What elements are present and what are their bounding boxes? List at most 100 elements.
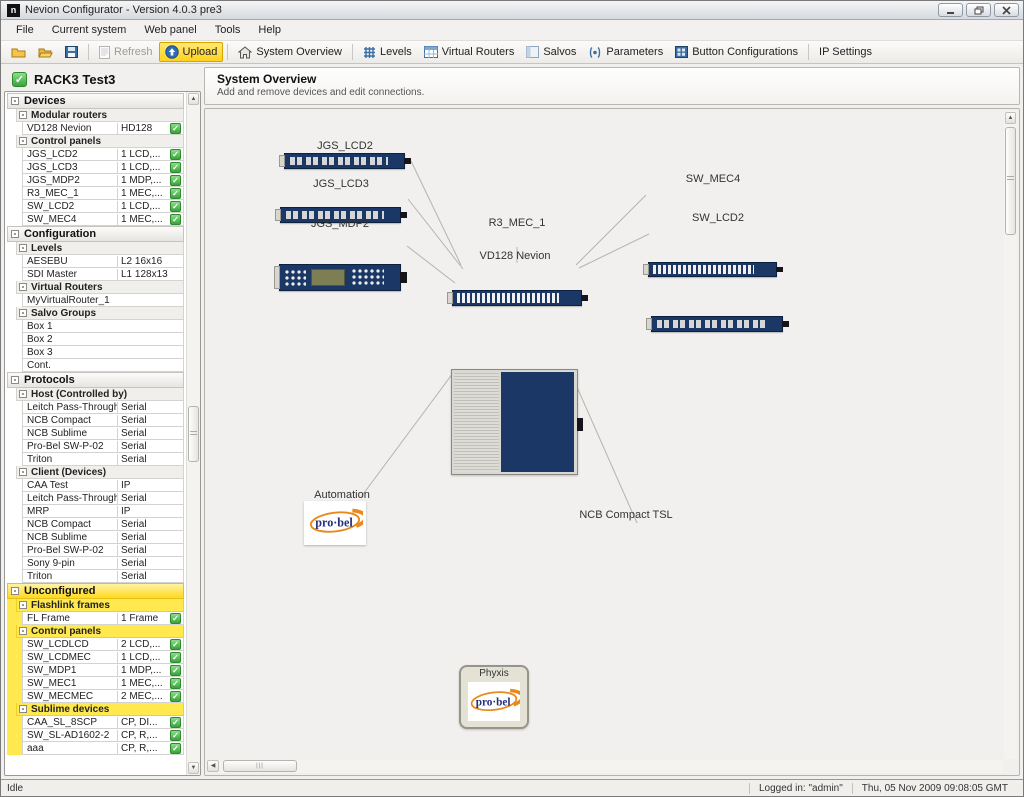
collapse-icon[interactable]: - <box>19 390 27 398</box>
tree-group-header[interactable]: -Sublime devices <box>16 703 184 716</box>
device-phyxis[interactable]: Phyxis pro·bel <box>459 665 529 729</box>
tree-row[interactable]: Box 1 <box>22 320 184 333</box>
menu-file[interactable]: File <box>16 24 34 36</box>
tree-group-header[interactable]: -Control panels <box>16 625 184 638</box>
close-button[interactable] <box>994 3 1019 17</box>
collapse-icon[interactable]: - <box>19 111 27 119</box>
collapse-icon[interactable]: - <box>19 309 27 317</box>
restore-button[interactable] <box>966 3 991 17</box>
collapse-icon[interactable]: - <box>11 376 19 384</box>
new-button[interactable] <box>5 43 32 61</box>
device-sw-mec4[interactable] <box>643 262 783 277</box>
tree-section-header[interactable]: -Configuration <box>7 226 184 242</box>
scrollbar-thumb[interactable]: ||| <box>223 760 297 772</box>
button-configurations-button[interactable]: Button Configurations <box>669 43 804 61</box>
collapse-icon[interactable]: - <box>19 705 27 713</box>
collapse-icon[interactable]: - <box>19 244 27 252</box>
system-overview-button[interactable]: System Overview <box>232 43 348 62</box>
minimize-button[interactable] <box>938 3 963 17</box>
tree-row[interactable]: Cont. <box>22 359 184 372</box>
device-jgs-lcd3[interactable] <box>275 207 407 223</box>
tree-row[interactable]: MyVirtualRouter_1 <box>22 294 184 307</box>
tree-group-header[interactable]: -Virtual Routers <box>16 281 184 294</box>
tree-group-header[interactable]: -Levels <box>16 242 184 255</box>
parameters-button[interactable]: Parameters <box>582 43 669 62</box>
tree-group-header[interactable]: -Client (Devices) <box>16 466 184 479</box>
title-bar[interactable]: n Nevion Configurator - Version 4.0.3 pr… <box>1 1 1023 20</box>
device-vd128-nevion[interactable] <box>451 369 583 475</box>
collapse-icon[interactable]: - <box>11 587 19 595</box>
scrollbar-thumb[interactable] <box>188 406 199 463</box>
sidebar-scrollbar[interactable]: ▲ ▼ <box>186 92 200 775</box>
device-sw-lcd2[interactable] <box>646 316 789 332</box>
device-r3-mec-1[interactable] <box>447 290 588 306</box>
tree-section-header[interactable]: -Devices <box>7 93 184 109</box>
scroll-left-icon[interactable]: ◀ <box>207 760 219 772</box>
open-button[interactable] <box>32 43 59 61</box>
menu-current-system[interactable]: Current system <box>51 24 127 36</box>
tree-group-header[interactable]: -Control panels <box>16 135 184 148</box>
tree-group-header[interactable]: -Modular routers <box>16 109 184 122</box>
device-automation[interactable]: pro·bel <box>304 501 366 545</box>
tree-row[interactable]: Box 3 <box>22 346 184 359</box>
canvas-horizontal-scrollbar[interactable]: ◀ ||| <box>207 760 1003 773</box>
tree-row[interactable]: Box 2 <box>22 333 184 346</box>
collapse-icon[interactable]: - <box>11 230 19 238</box>
collapse-icon[interactable]: - <box>19 627 27 635</box>
tree-group-header[interactable]: -Flashlink frames <box>16 599 184 612</box>
tree-group-header[interactable]: -Salvo Groups <box>16 307 184 320</box>
ip-settings-button[interactable]: IP Settings <box>819 46 873 58</box>
scroll-down-icon[interactable]: ▼ <box>188 762 199 774</box>
scrollbar-thumb[interactable] <box>1005 127 1016 235</box>
collapse-icon[interactable]: - <box>19 283 27 291</box>
device-jgs-lcd2[interactable] <box>279 153 411 169</box>
collapse-icon[interactable]: - <box>19 468 27 476</box>
collapse-icon[interactable]: - <box>19 601 27 609</box>
tree-group-header[interactable]: -Host (Controlled by) <box>16 388 184 401</box>
levels-button[interactable]: Levels <box>357 43 418 62</box>
refresh-button[interactable]: Refresh <box>93 43 159 62</box>
tree-section-header[interactable]: -Protocols <box>7 372 184 388</box>
menu-tools[interactable]: Tools <box>214 24 241 36</box>
salvos-button[interactable]: Salvos <box>520 43 582 61</box>
scroll-up-icon[interactable]: ▲ <box>188 93 199 105</box>
scroll-up-icon[interactable]: ▲ <box>1005 112 1016 124</box>
canvas-vertical-scrollbar[interactable]: ▲ <box>1004 111 1017 759</box>
system-overview-canvas[interactable]: JGS_LCD2 JGS_LCD3 JGS_MDP2 <box>204 108 1020 776</box>
menu-web-panel[interactable]: Web panel <box>144 24 197 36</box>
save-button[interactable] <box>59 43 84 61</box>
tree-section-header[interactable]: -Unconfigured <box>7 583 184 599</box>
menu-help[interactable]: Help <box>258 24 282 36</box>
